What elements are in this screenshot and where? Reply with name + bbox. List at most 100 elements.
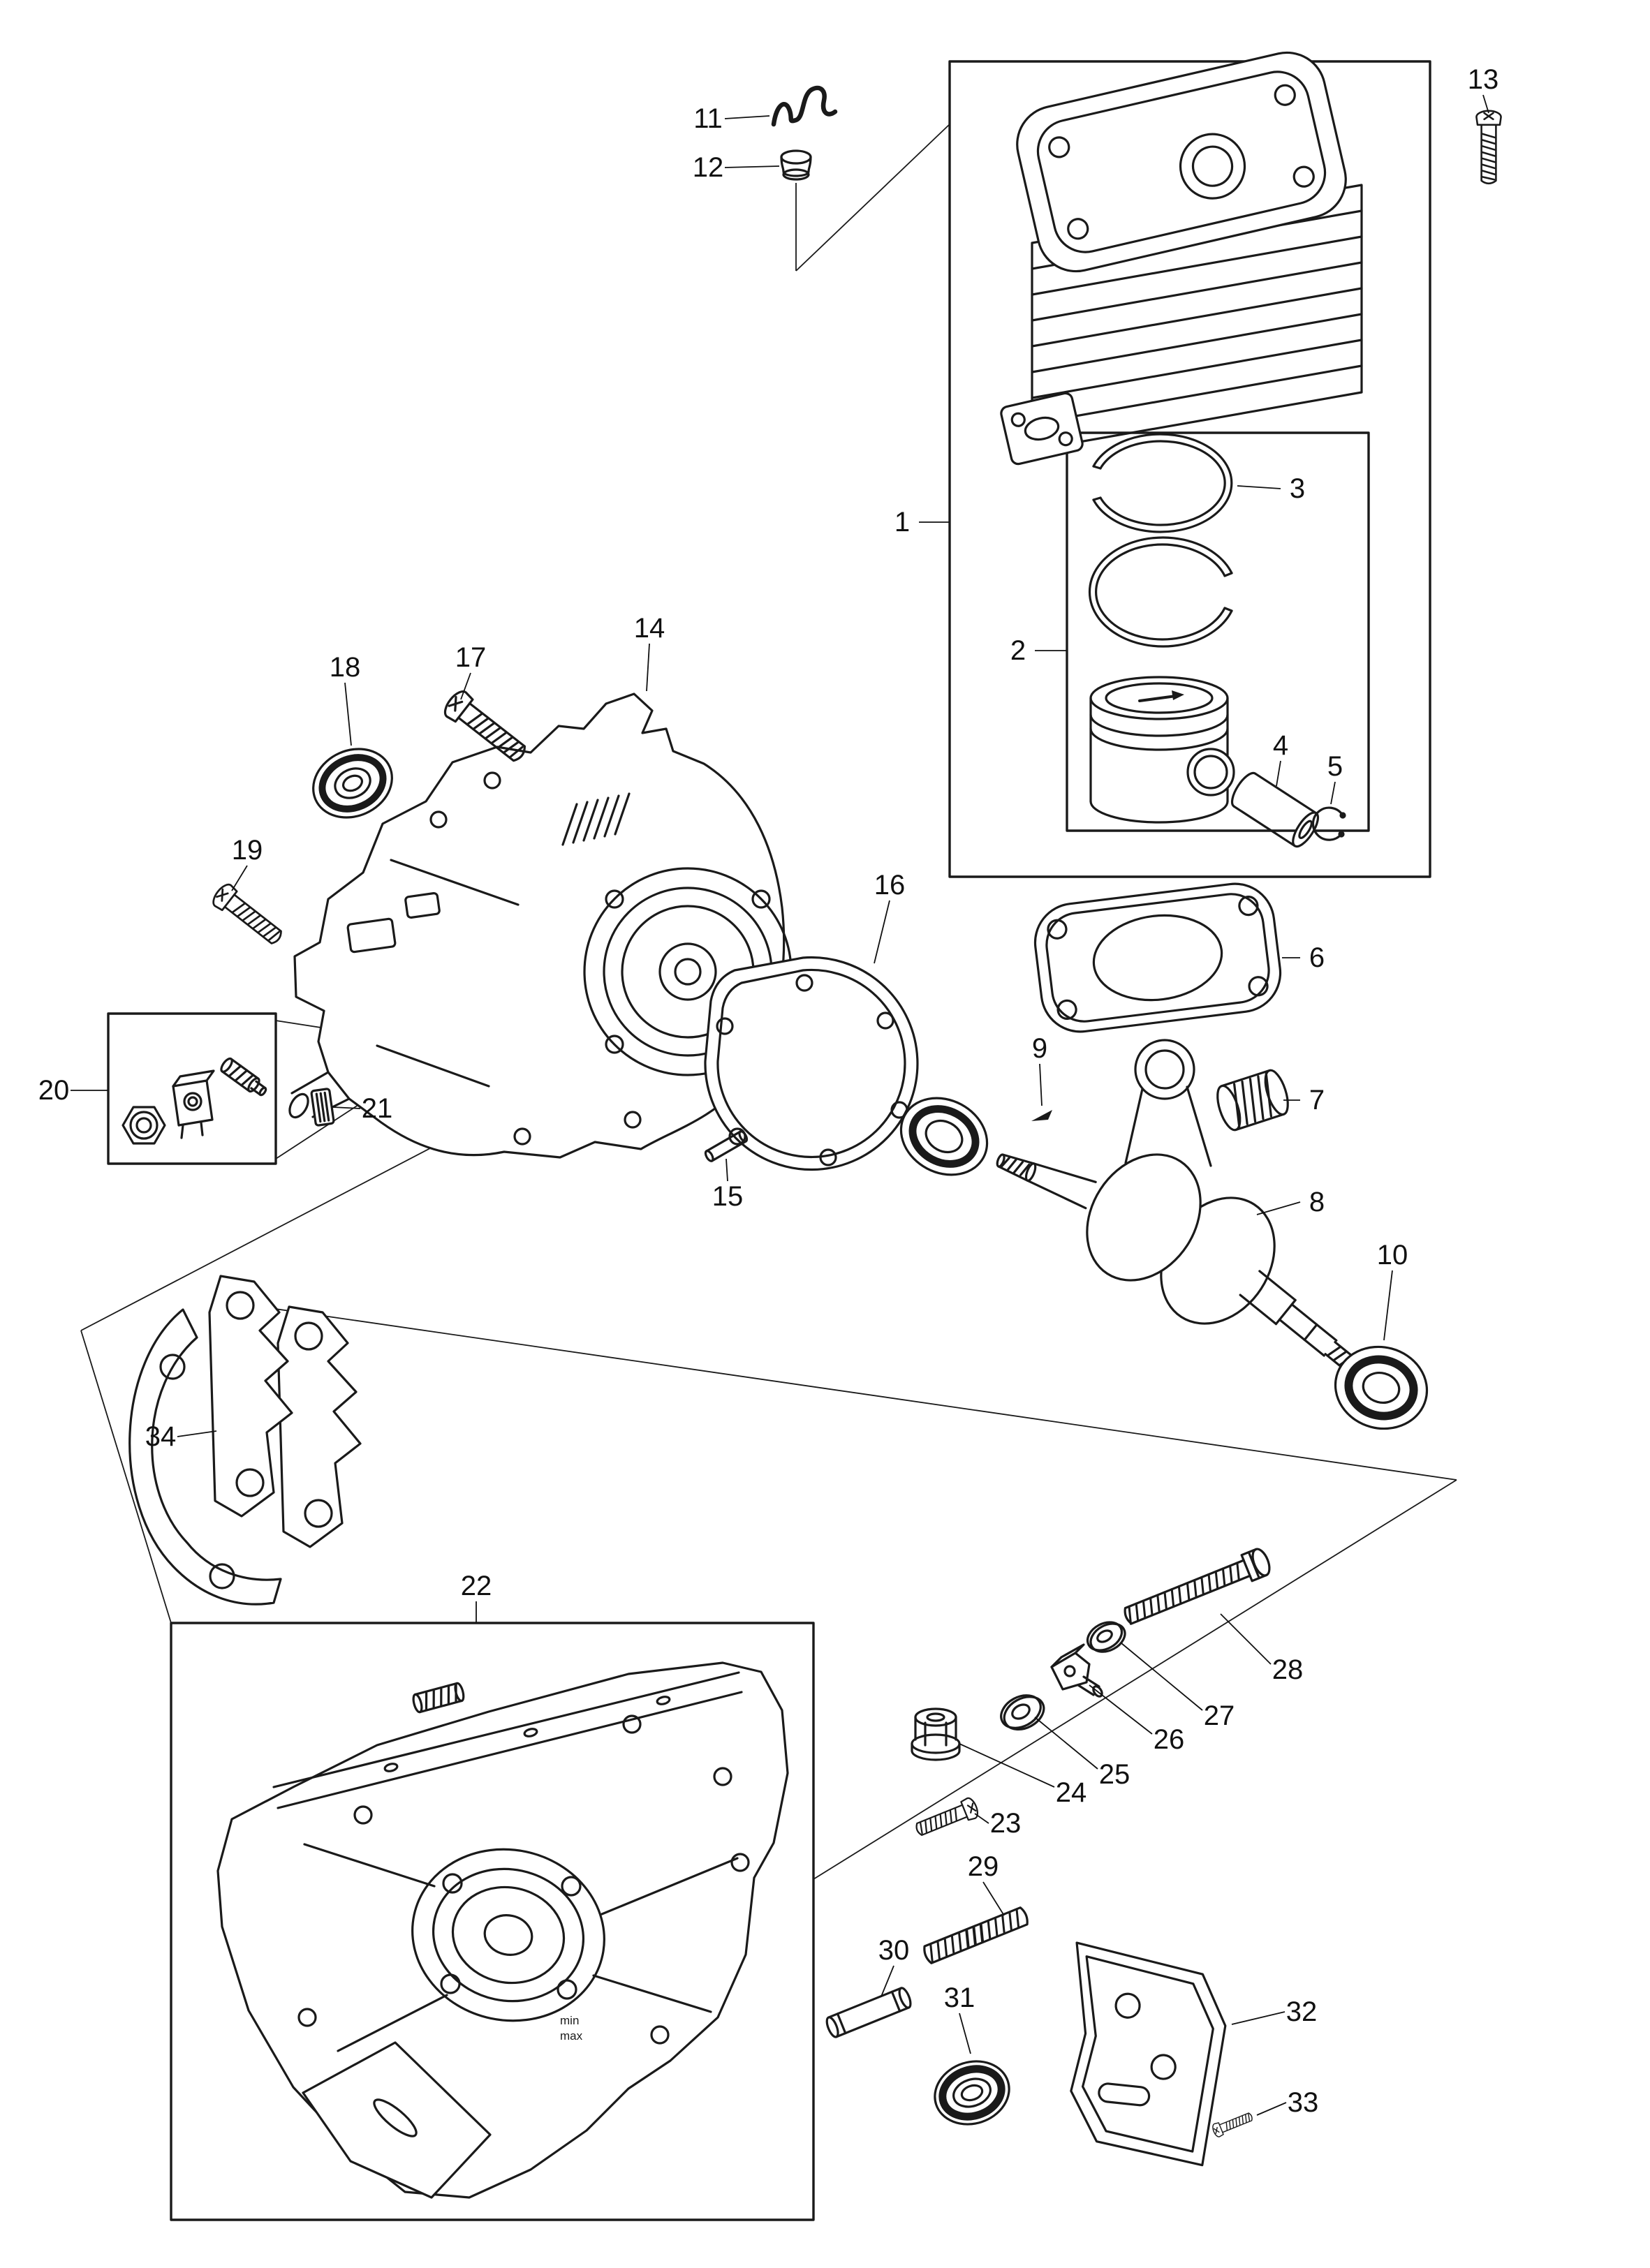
callout-16: 16 xyxy=(874,870,906,900)
washer-27 xyxy=(1086,1621,1126,1653)
leader-line-17 xyxy=(460,672,471,700)
leader-line-18 xyxy=(344,682,352,746)
piston xyxy=(1089,676,1235,824)
crankcase-lower-22: min max xyxy=(216,1661,789,2199)
case-text-max: max xyxy=(560,2029,583,2043)
callout-34: 34 xyxy=(145,1421,177,1452)
guide-plate-32 xyxy=(1070,1941,1227,2167)
leader-line-11 xyxy=(724,115,770,119)
callout-21: 21 xyxy=(362,1093,393,1124)
leader-line-34 xyxy=(177,1430,217,1437)
dowel-pin-15 xyxy=(704,1130,749,1162)
nut-24 xyxy=(911,1707,961,1761)
leader-line-9 xyxy=(1039,1063,1043,1106)
callout-1: 1 xyxy=(894,507,910,538)
leader-line-23 xyxy=(974,1813,989,1824)
leader-line-30 xyxy=(881,1965,894,1997)
callout-31: 31 xyxy=(944,1982,975,2013)
leader-line-13 xyxy=(1482,94,1489,114)
leader-line-29 xyxy=(982,1881,1005,1916)
stop-switch xyxy=(172,1069,215,1139)
leader-line-14 xyxy=(646,643,650,692)
callout-15: 15 xyxy=(712,1181,744,1212)
group-box-22 xyxy=(170,1622,815,2221)
callout-2: 2 xyxy=(1010,635,1026,666)
callout-24: 24 xyxy=(1056,1777,1087,1808)
callout-5: 5 xyxy=(1327,751,1343,782)
needle-bearing-7 xyxy=(1216,1069,1289,1132)
leader-line-19 xyxy=(231,865,248,891)
callout-7: 7 xyxy=(1309,1085,1325,1116)
callout-30: 30 xyxy=(878,1935,910,1966)
callout-29: 29 xyxy=(968,1851,999,1882)
leader-line-26 xyxy=(1089,1684,1153,1735)
switch-assembly-20 xyxy=(121,1057,267,1145)
callout-3: 3 xyxy=(1290,473,1305,504)
case-text-min: min xyxy=(560,2014,579,2027)
oil-seal-31 xyxy=(934,2060,1010,2126)
spike-bumper-34 xyxy=(128,1275,362,1606)
spline-clip-21 xyxy=(310,1088,335,1127)
pin-30 xyxy=(825,1987,912,2038)
ball-bearing-10 xyxy=(1334,1345,1429,1430)
bolt-28 xyxy=(1123,1548,1271,1625)
leader-line-4 xyxy=(1276,760,1281,787)
callout-20: 20 xyxy=(38,1075,70,1106)
callout-14: 14 xyxy=(634,613,665,644)
leader-line-8 xyxy=(1256,1201,1301,1215)
callout-13: 13 xyxy=(1468,64,1499,95)
circlip-5 xyxy=(1311,806,1346,841)
construction-lines xyxy=(80,124,1457,1880)
callout-8: 8 xyxy=(1309,1187,1325,1217)
group-box-2 xyxy=(1066,431,1370,832)
callout-26: 26 xyxy=(1154,1724,1185,1755)
callout-23: 23 xyxy=(990,1808,1022,1839)
callout-32: 32 xyxy=(1286,1996,1318,2027)
cylinder-gasket-6 xyxy=(1033,882,1282,1033)
screw-33 xyxy=(1210,2109,1255,2139)
leader-line-12 xyxy=(724,165,780,168)
leader-line-32 xyxy=(1231,2011,1286,2025)
leader-line-27 xyxy=(1121,1643,1203,1711)
group-boxes xyxy=(107,60,1431,2221)
woodruff-key-9 xyxy=(1031,1110,1052,1121)
grommet-12 xyxy=(780,149,812,181)
piston-ring-top xyxy=(1092,433,1233,533)
callout-6: 6 xyxy=(1309,942,1325,973)
leader-line-24 xyxy=(959,1743,1055,1788)
callout-22: 22 xyxy=(461,1571,492,1601)
callout-11: 11 xyxy=(693,103,723,134)
cylinder xyxy=(1000,51,1363,466)
leader-line-16 xyxy=(874,900,890,964)
callout-27: 27 xyxy=(1204,1700,1235,1731)
leader-line-25 xyxy=(1034,1717,1098,1770)
callout-25: 25 xyxy=(1099,1759,1130,1790)
group-box-1 xyxy=(948,60,1431,878)
ball-bearing-left xyxy=(899,1097,989,1176)
swivel-26 xyxy=(1050,1643,1103,1698)
crankshaft-8 xyxy=(996,1039,1362,1377)
callout-9: 9 xyxy=(1032,1033,1047,1064)
callout-33: 33 xyxy=(1288,2087,1319,2118)
leader-line-3 xyxy=(1237,485,1281,489)
washer-25 xyxy=(1000,1694,1045,1731)
callout-17: 17 xyxy=(455,642,487,673)
callout-4: 4 xyxy=(1273,730,1288,761)
callout-10: 10 xyxy=(1377,1240,1408,1270)
callout-layer: 1234567891011121314151617181920212223242… xyxy=(38,64,1499,2118)
screw-19 xyxy=(209,880,288,951)
callout-18: 18 xyxy=(330,652,361,683)
leader-line-31 xyxy=(959,2013,971,2054)
screw-23 xyxy=(912,1795,981,1841)
oil-seal-18 xyxy=(312,748,393,819)
spring-clip-11 xyxy=(771,85,838,127)
callout-12: 12 xyxy=(693,152,724,183)
callout-28: 28 xyxy=(1272,1654,1304,1685)
leader-line-15 xyxy=(725,1158,728,1182)
crankcase-gasket-16 xyxy=(704,956,919,1171)
callout-19: 19 xyxy=(232,835,263,866)
leader-line-21 xyxy=(332,1106,361,1109)
leader-line-28 xyxy=(1220,1613,1272,1665)
hex-nut xyxy=(121,1106,166,1145)
